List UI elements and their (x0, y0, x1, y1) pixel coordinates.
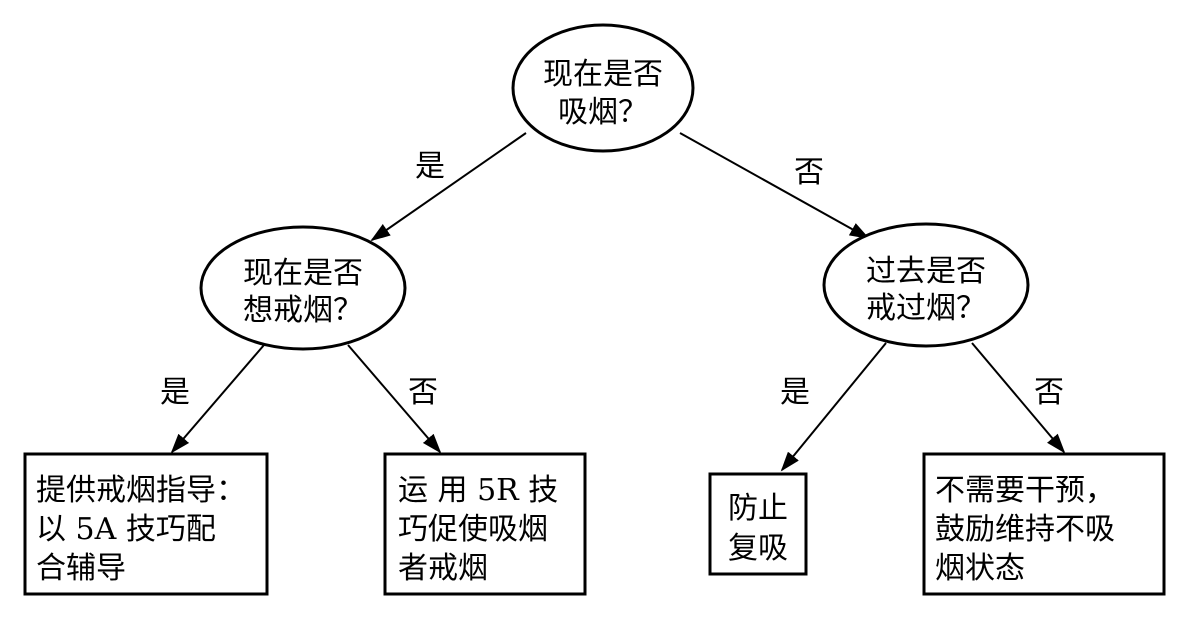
edge-want-quit-to-motivate (347, 344, 442, 454)
node-no-intervention-line-1: 不需要干预， (935, 473, 1115, 508)
node-relapse-line-2: 复吸 (728, 531, 788, 566)
edge-quit-before-to-no-intervention (971, 342, 1066, 454)
edge-quit-before-to-relapse (780, 342, 887, 472)
action-box-motivate: 运 用 5R 技 巧促使吸烟 者戒烟 (383, 452, 587, 596)
edge-label-quit-before-no: 否 (1034, 375, 1064, 410)
action-box-relapse: 防止 复吸 (708, 472, 808, 576)
edge-want-quit-to-guide (170, 344, 265, 454)
node-guide-line-2: 以 5A 技巧配 (36, 512, 216, 547)
node-guide-line-1: 提供戒烟指导： (36, 473, 246, 508)
edge-label-root-yes: 是 (415, 149, 445, 184)
node-motivate-line-3: 者戒烟 (398, 551, 488, 586)
node-want-quit-line-1: 现在是否 (243, 256, 363, 291)
node-relapse-line-1: 防止 (728, 491, 788, 526)
node-motivate-line-1: 运 用 5R 技 (398, 473, 558, 508)
edge-label-want-quit-no: 否 (408, 375, 438, 410)
decision-node-want-quit: 现在是否 想戒烟？ (199, 225, 407, 351)
edge-root-to-quit-before (679, 132, 870, 239)
decision-node-root: 现在是否 吸烟？ (511, 23, 695, 153)
node-no-intervention-line-3: 烟状态 (935, 551, 1025, 586)
edge-label-root-no: 否 (794, 155, 824, 190)
node-no-intervention-line-2: 鼓励维持不吸 (935, 512, 1115, 547)
node-quit-before-line-1: 过去是否 (866, 254, 986, 289)
edge-root-to-want-quit (370, 132, 527, 242)
edge-label-want-quit-yes: 是 (160, 375, 190, 410)
edge-label-quit-before-yes: 是 (780, 375, 810, 410)
node-motivate-line-2: 巧促使吸烟 (398, 512, 548, 547)
decision-node-quit-before: 过去是否 戒过烟？ (822, 222, 1030, 348)
node-quit-before-line-2: 戒过烟？ (866, 291, 986, 326)
node-guide-line-3: 合辅导 (36, 551, 126, 586)
action-box-no-intervention: 不需要干预， 鼓励维持不吸 烟状态 (922, 452, 1166, 596)
action-box-guide: 提供戒烟指导： 以 5A 技巧配 合辅导 (23, 452, 269, 596)
node-want-quit-line-2: 想戒烟？ (243, 293, 363, 328)
node-root-line-2: 吸烟？ (558, 95, 648, 130)
node-root-line-1: 现在是否 (543, 57, 663, 92)
